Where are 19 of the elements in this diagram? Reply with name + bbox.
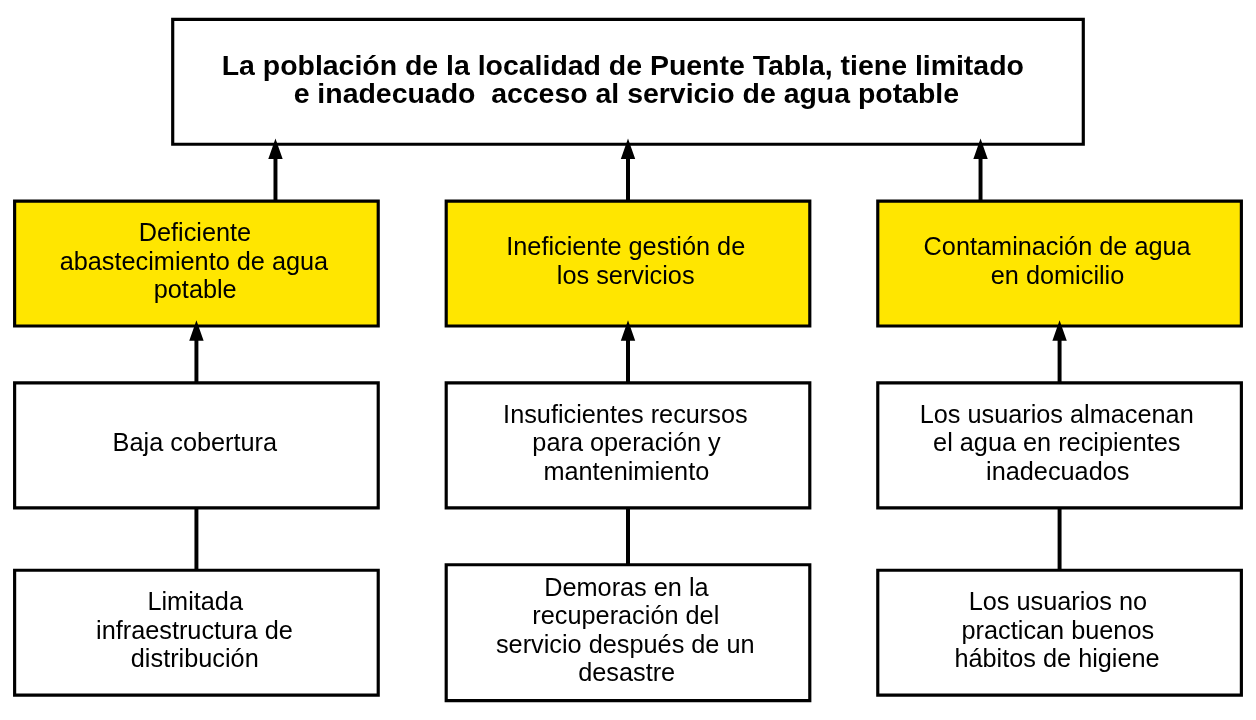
connector — [1057, 508, 1062, 570]
arrow — [620, 138, 636, 201]
node-box: Demoras en la recuperación del servicio después de un desastre — [444, 563, 812, 703]
node-box: Ineficiente gestión de los servicios — [444, 199, 812, 328]
arrow — [189, 320, 204, 383]
node-box: Los usuarios almacenan el agua en recipientes inadecuados — [876, 381, 1243, 510]
connector — [194, 508, 199, 570]
node-box: Limitada infraestructura de distribución — [13, 568, 380, 697]
node-box: Los usuarios no practican buenos hábitos de higiene — [876, 568, 1243, 697]
arrow — [1052, 320, 1067, 383]
arrow — [973, 138, 988, 201]
node-box: Contaminación de agua en domicilio — [876, 199, 1243, 328]
node-box: Insuficientes recursos para operación y mantenimiento — [444, 381, 812, 510]
arrow — [620, 320, 636, 383]
node-box: Deficiente abastecimiento de agua potable — [13, 199, 380, 328]
node-box: La población de la localidad de Puente Tabla, tiene limitado e inadecuado acceso al servicio de agua potable — [171, 17, 1085, 146]
connector — [626, 508, 630, 565]
node-box: Baja cobertura — [13, 381, 380, 510]
arrow — [268, 138, 283, 201]
